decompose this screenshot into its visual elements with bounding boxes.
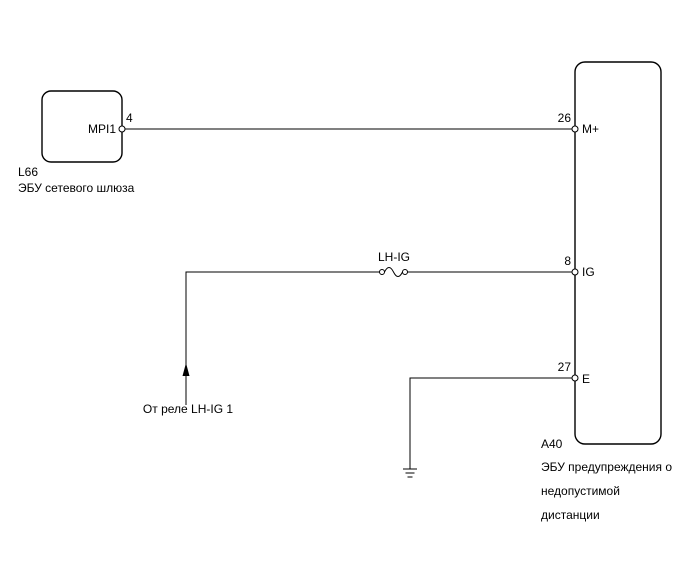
warning-ecu-box (574, 61, 662, 445)
warning-ecu-name-line3: дистанции (541, 508, 600, 522)
gateway-pin-label: MPI1 (88, 122, 116, 136)
gateway-pin-number: 4 (126, 111, 133, 125)
pin-m-plus (571, 125, 579, 133)
pin-e (571, 374, 579, 382)
relay-source-label: От реле LH-IG 1 (143, 402, 233, 416)
warning-ecu-name-line2: недопустимой (541, 484, 620, 498)
warning-ecu-code: A40 (541, 437, 563, 451)
pin-ig (571, 268, 579, 276)
pin-number-m-plus: 26 (558, 111, 572, 125)
warning-ecu-name-line1: ЭБУ предупреждения о (541, 460, 672, 474)
fuse-label: LH-IG (378, 250, 410, 264)
arrow-up-icon (182, 363, 190, 376)
pin-label-e: E (582, 372, 590, 386)
wire-e-to-ground (409, 377, 572, 469)
fuse-icon (379, 267, 408, 277)
pin-label-ig: IG (582, 265, 595, 279)
pin-number-ig: 8 (564, 254, 571, 268)
ground-icon (403, 468, 417, 478)
pin-label-m-plus: M+ (582, 122, 599, 136)
pin-mpi1 (118, 125, 126, 133)
gateway-ecu-name: ЭБУ сетевого шлюза (18, 181, 135, 195)
wire-relay-to-fuse (185, 271, 380, 405)
gateway-ecu-code: L66 (18, 165, 38, 179)
pin-number-e: 27 (558, 360, 572, 374)
